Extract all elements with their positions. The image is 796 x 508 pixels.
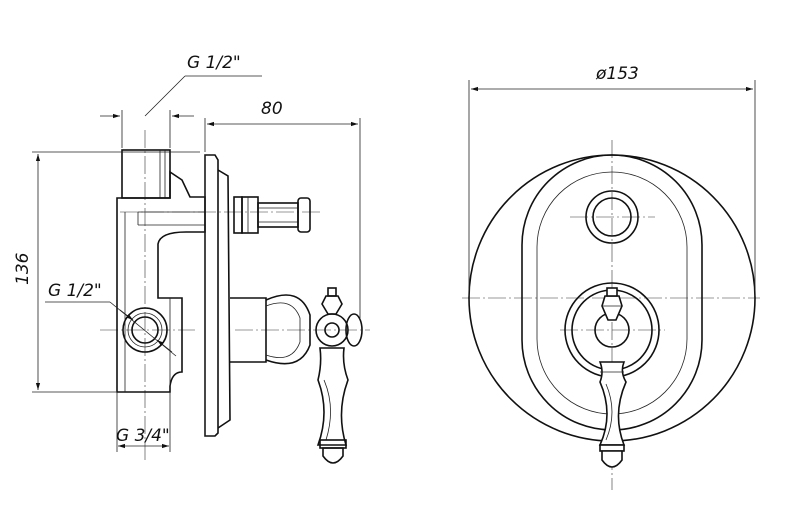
front-diverter-knob bbox=[585, 190, 639, 244]
dimension-thread-top: G 1/2" bbox=[100, 53, 262, 148]
label-diameter: ø153 bbox=[595, 64, 639, 84]
mixer-body bbox=[116, 170, 206, 393]
top-nozzle bbox=[121, 149, 171, 199]
label-thread-top: G 1/2" bbox=[187, 53, 241, 73]
front-lever-handle bbox=[564, 282, 660, 468]
label-thread-side: G 1/2" bbox=[48, 281, 102, 301]
diverter-knob bbox=[233, 196, 311, 234]
dimension-thread-side: G 1/2" bbox=[45, 281, 177, 357]
side-view: G 1/2" 80 136 G 1/2" bbox=[13, 53, 370, 464]
dimension-diameter: ø153 bbox=[468, 64, 756, 296]
label-thread-bottom: G 3/4" bbox=[116, 426, 170, 446]
dimension-thread-bottom: G 3/4" bbox=[116, 392, 171, 452]
dimension-depth: 80 bbox=[204, 99, 361, 318]
lever-cartridge bbox=[230, 287, 363, 464]
dimension-height: 136 bbox=[13, 151, 200, 393]
label-height: 136 bbox=[13, 252, 33, 285]
wall-plate bbox=[204, 154, 231, 437]
label-depth: 80 bbox=[261, 99, 283, 119]
front-view: ø153 bbox=[462, 64, 760, 490]
